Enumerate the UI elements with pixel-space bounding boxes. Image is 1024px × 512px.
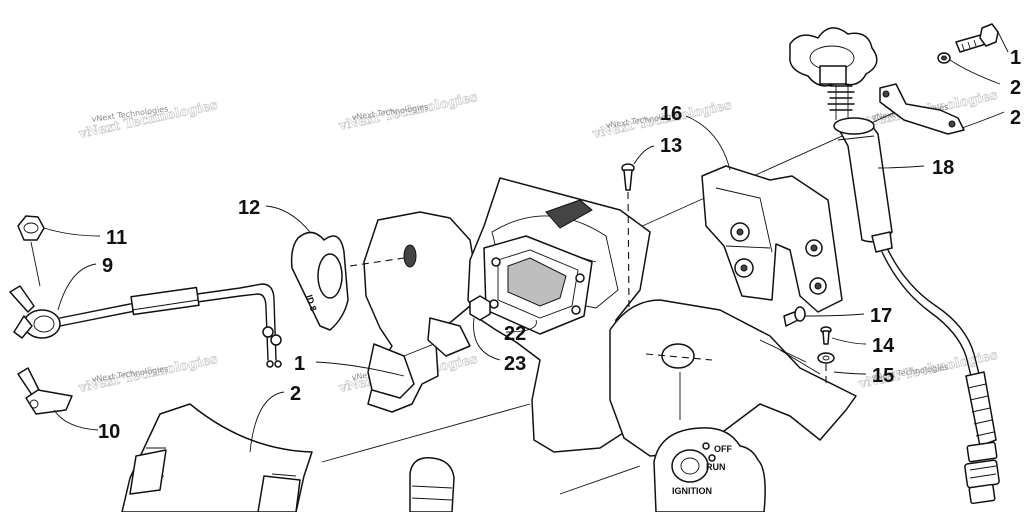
callout-10: 10 xyxy=(98,421,120,443)
callout-1-bolt: 1 xyxy=(1010,47,1021,69)
callout-18: 18 xyxy=(932,157,954,179)
callout-15: 15 xyxy=(872,365,894,387)
screw-part-13 xyxy=(621,163,635,421)
ignition-off-label: OFF xyxy=(714,444,732,454)
callout-16: 16 xyxy=(660,103,682,125)
throttle-cable-assembly xyxy=(9,283,282,368)
callout-23: 23 xyxy=(504,353,526,375)
primer-pump-part xyxy=(789,27,1000,505)
bottom-shroud-part xyxy=(121,403,313,512)
leader-lines xyxy=(43,31,1009,453)
nut-part xyxy=(17,215,45,287)
grip-part xyxy=(409,457,455,512)
bracket-part-16 xyxy=(701,165,843,313)
ignition-run-label: RUN xyxy=(706,462,726,472)
console-housing-part xyxy=(427,177,651,453)
callout-9: 9 xyxy=(102,255,113,277)
lower-shroud-part xyxy=(609,299,857,457)
callout-14: 14 xyxy=(872,335,895,357)
callout-13: 13 xyxy=(660,135,682,157)
left-housing-part xyxy=(349,211,477,413)
callout-12: 12 xyxy=(238,197,260,219)
callout-2-clamp: 2 xyxy=(1010,107,1021,129)
ignition-label: IGNITION xyxy=(672,486,712,496)
callout-17: 17 xyxy=(870,305,892,327)
callout-11: 11 xyxy=(106,227,127,249)
clamp-part xyxy=(879,83,965,135)
callout-labels: 1 2 2 16 13 18 12 11 9 17 14 15 22 23 1 … xyxy=(98,47,1021,443)
callout-22: 22 xyxy=(504,323,526,345)
fastener-part-14-15 xyxy=(817,326,835,386)
gasket-stamp: ID 8 xyxy=(304,294,319,313)
gasket-part: ID 8 xyxy=(290,231,349,331)
lever-part xyxy=(17,367,73,415)
callout-1-housing: 1 xyxy=(294,353,305,375)
callout-2-washer: 2 xyxy=(1010,77,1021,99)
bolt-washer-top xyxy=(937,23,999,64)
ignition-panel: OFF RUN IGNITION xyxy=(653,427,766,512)
screw-part-17 xyxy=(783,306,806,327)
callout-2-shroud: 2 xyxy=(290,383,301,405)
